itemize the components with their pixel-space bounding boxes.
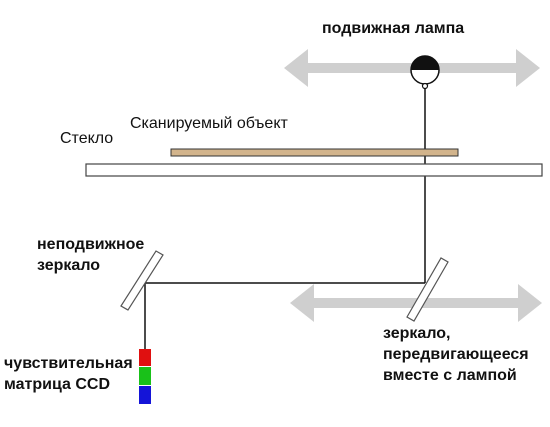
- lamp-icon: [410, 55, 440, 90]
- lamp-label: подвижная лампа: [322, 20, 465, 37]
- fixed-mirror-label-line-2: зеркало: [37, 257, 101, 274]
- moving-mirror: [406, 257, 449, 322]
- moving-mirror-label-line-2: передвигающееся: [383, 346, 529, 363]
- ccd-blue-cell: [139, 386, 151, 404]
- ccd-label-line-2: матрица CCD: [4, 376, 111, 393]
- ccd-green-cell: [139, 367, 151, 385]
- glass-label: Стекло: [60, 130, 114, 147]
- scanned-object: [170, 148, 459, 157]
- moving-mirror-label: зеркало, передвигающееся вместе с лампой: [383, 323, 529, 386]
- fixed-mirror-label-line-1: неподвижное: [37, 236, 145, 253]
- ccd-sensor: [139, 349, 151, 404]
- scanned-object-label: Сканируемый объект: [130, 115, 288, 132]
- fixed-mirror-label: неподвижное зеркало: [37, 234, 144, 276]
- ccd-red-cell: [139, 349, 151, 366]
- fixed-mirror: [120, 250, 164, 311]
- ccd-label: чувствительная матрица CCD: [4, 353, 133, 395]
- ccd-label-line-1: чувствительная: [4, 355, 133, 372]
- moving-mirror-label-line-1: зеркало,: [383, 325, 451, 342]
- moving-mirror-label-line-3: вместе с лампой: [383, 367, 517, 384]
- light-path: [144, 84, 426, 349]
- glass-plate: [85, 163, 543, 177]
